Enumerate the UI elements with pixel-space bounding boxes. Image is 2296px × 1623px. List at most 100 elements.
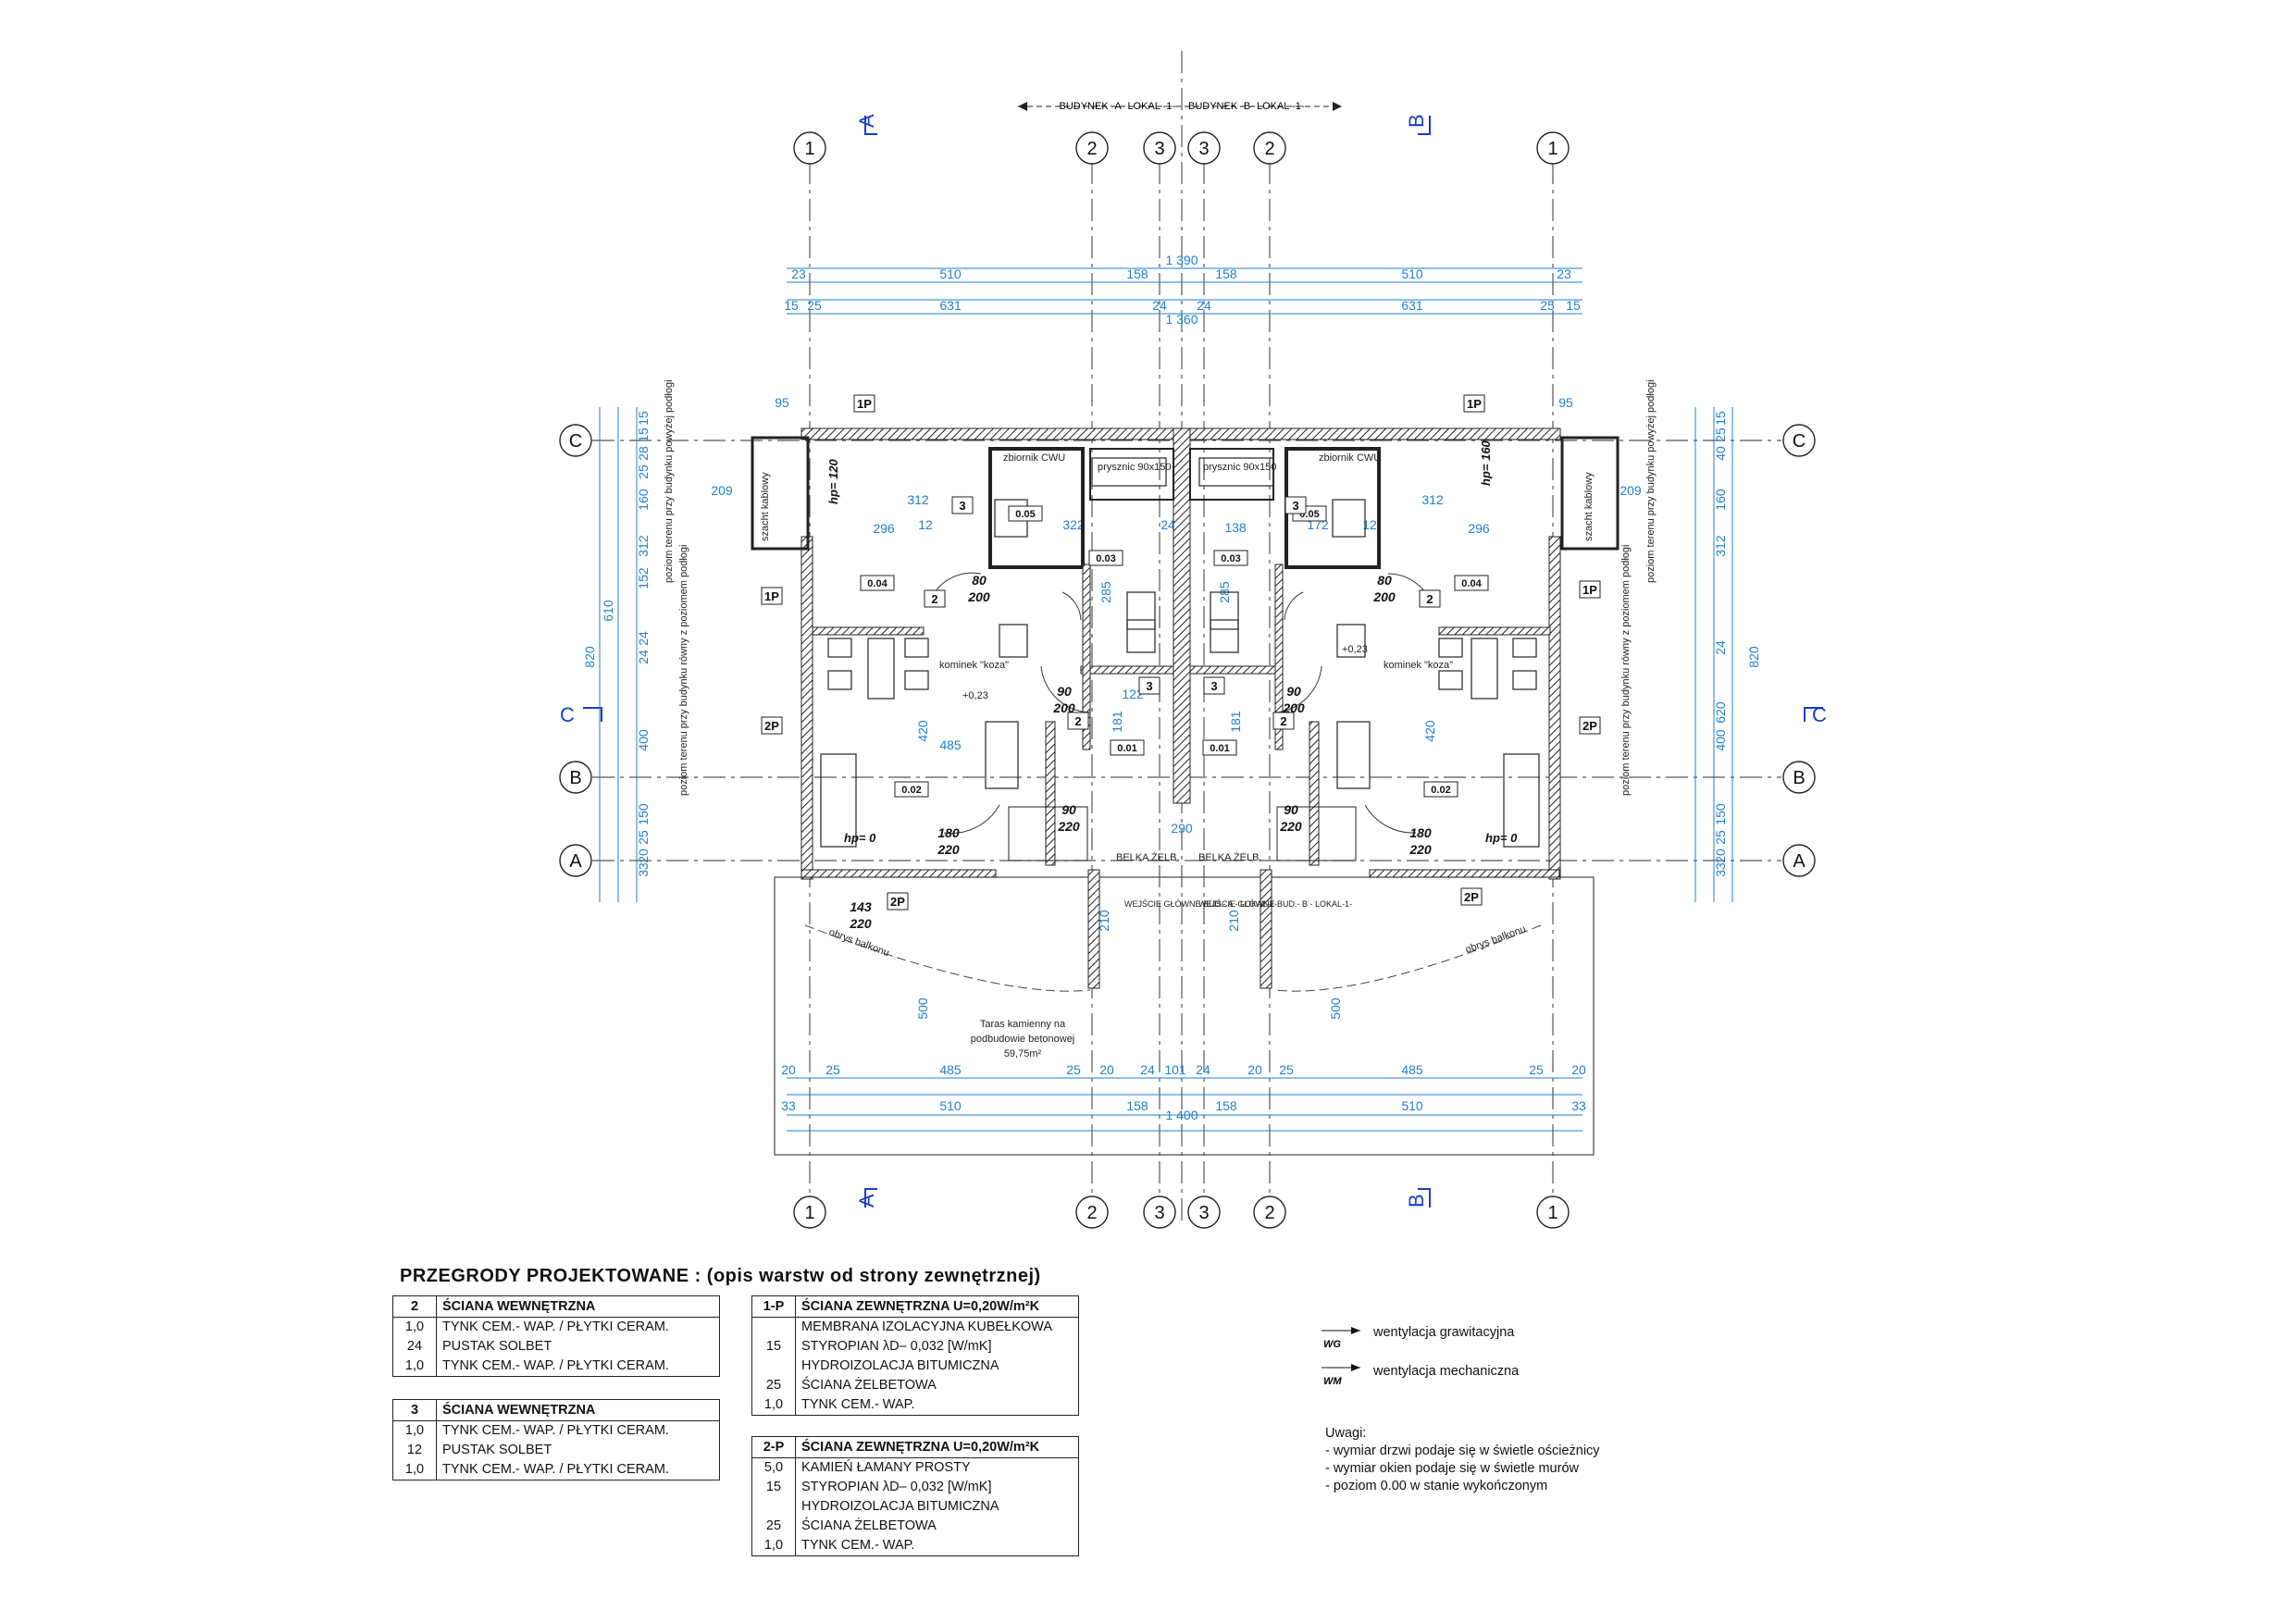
section-marks [583,116,1823,1208]
dimension-value: 485 [939,1062,962,1077]
wall-code: 2 [392,1295,437,1318]
dimension-value: 40 [1713,446,1728,461]
axis-label: 1 [804,139,814,159]
room-id: 0.01 [1117,743,1136,754]
wall-code: 3 [392,1399,437,1421]
wall-tag: 2 [924,589,946,608]
section-letters: A A B B C C [560,114,1827,1208]
layer-desc: TYNK CEM.- WAP. [795,1536,1079,1556]
layer-desc: TYNK CEM.- WAP. / PŁYTKI CERAM. [436,1357,720,1377]
layer-thickness: 1,0 [751,1395,796,1416]
dimension-value: 15 [636,411,651,426]
axis-label: B [1793,768,1805,788]
axis-label: 3 [1198,139,1209,159]
wall-tag: 2 [1067,712,1089,730]
dimension-value: 20 [1571,1062,1586,1077]
wall-tag: 2 [1272,712,1295,730]
axis-label: A [569,851,582,872]
dimension-value: 25 [636,830,651,845]
room-tag: 0.02 [1423,781,1458,798]
dimension-value: 95 [775,395,789,410]
door-size: 200 [1052,700,1075,715]
dimension-value: 1 400 [1165,1108,1198,1122]
room-tag: 0.03 [1088,550,1123,566]
dimension-value: 24 [636,650,651,664]
section-letter: B [1405,114,1428,128]
dimension-value: 15 [784,298,799,313]
dimension-value: 25 [807,298,822,313]
dimension-value: 101 [1164,1062,1186,1077]
layer-desc: PUSTAK SOLBET [436,1337,720,1357]
dimension-value: 20 [1247,1062,1262,1077]
dimension-value: 312 [1713,535,1728,557]
dimension-value: 25 [1066,1062,1081,1077]
axis-bubble: 3 [1187,131,1221,165]
door-size: 220 [1409,842,1432,857]
door-size: 220 [1279,819,1302,834]
layer-desc: MEMBRANA IZOLACYJNA KUBEŁKOWA [795,1317,1079,1337]
note-item: - poziom 0.00 w stanie wykończonym [1325,1479,1548,1493]
room-tags: 0.010.020.030.040.050.010.020.030.040.05… [826,440,1518,931]
axis-bubble: C [1782,424,1816,457]
dimension-value: 25 [1713,830,1728,845]
wall-name: ŚCIANA ZEWNĘTRZNA U=0,20W/m²K [795,1436,1079,1458]
wall-tag-text: 2P [1582,719,1597,733]
axis-label: 2 [1264,1203,1274,1223]
room-id: 0.03 [1221,553,1240,564]
dimension-value: 24 [1713,640,1728,655]
axis-bubble: 2 [1075,131,1109,165]
dimension-value: 485 [1401,1062,1423,1077]
wall-tag-text: 2 [931,592,937,606]
dimension-value: 12 [918,517,933,532]
room-id: 0.02 [1431,785,1450,796]
layer-thickness: 24 [392,1337,437,1357]
dimension-value: 24 [1160,517,1175,532]
layer-thickness: 25 [751,1517,796,1536]
wall-name: ŚCIANA ZEWNĘTRZNA U=0,20W/m²K [795,1295,1079,1318]
axis-label: 2 [1264,139,1274,159]
door-size: 143 [850,899,872,914]
dimension-value: 158 [1215,266,1237,281]
room-tag: 0.01 [1202,739,1237,756]
dimension-value: 620 [1713,701,1728,724]
axis-bubble: A [559,844,592,877]
ventilation-mechanical-label: wentylacja mechaniczna [1373,1364,1520,1379]
dimension-value: 150 [636,803,651,825]
axis-label: A [1793,851,1806,872]
dimension-value: 33 [636,862,651,877]
layer-thickness: 15 [751,1337,796,1357]
dimension-value: 24 [1196,1062,1210,1077]
door-size: 180 [1409,825,1432,840]
dimension-value: 631 [939,298,962,313]
wall-tag-text: 3 [1210,679,1217,693]
dimension-value: 1 360 [1165,312,1198,327]
dimension-value: 20 [1099,1062,1114,1077]
door-swings [934,572,1426,834]
dimension-value: 209 [711,483,733,498]
notes: Uwagi: - wymiar drzwi podaje się w świet… [1325,1425,1600,1495]
axis-bubble: 1 [1536,131,1570,165]
layer-thickness: 12 [392,1441,437,1460]
axis-bubble: 3 [1143,131,1176,165]
wall-name: ŚCIANA WEWNĘTRZNA [436,1399,720,1421]
wall-tag-text: 3 [1146,679,1152,693]
wall-tag: 1P [853,394,875,413]
dimension-value: 24 [1152,298,1167,313]
shower-label: prysznic 90x150 [1203,462,1277,473]
dimension-value: 150 [1713,803,1728,825]
room-tag: 0.05 [1008,505,1043,522]
section-letter: A [855,114,878,128]
dimension-value: 322 [1062,517,1085,532]
section-letter: C [1812,703,1827,726]
room-id: 0.05 [1015,509,1035,520]
dimension-value: 158 [1126,266,1148,281]
wall-tag: 2P [887,892,909,911]
dimension-value: 181 [1110,711,1124,733]
wall-tag-text: 3 [959,499,965,513]
axis-bubble: 3 [1143,1196,1176,1229]
dimension-value: 24 [1197,298,1211,313]
dimension-value: 25 [1279,1062,1294,1077]
